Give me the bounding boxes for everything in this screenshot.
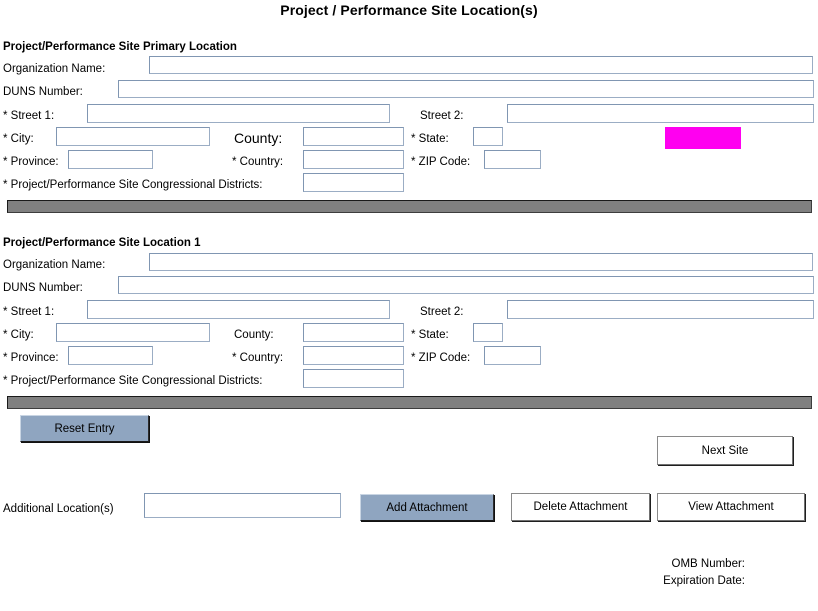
label-duns-number: DUNS Number:: [3, 86, 83, 98]
delete-attachment-button[interactable]: Delete Attachment: [511, 493, 650, 521]
label-city: * City:: [3, 133, 34, 145]
label-state-1: * State:: [411, 329, 449, 341]
input-duns-number-1[interactable]: [118, 276, 814, 294]
input-duns-number[interactable]: [118, 80, 814, 98]
input-congressional-districts-1[interactable]: [303, 369, 404, 388]
input-zip-code[interactable]: [484, 150, 541, 169]
label-street-1: * Street 1:: [3, 110, 55, 122]
input-organization-name[interactable]: [149, 56, 813, 74]
input-country-1[interactable]: [303, 346, 404, 365]
section-divider-2: [7, 396, 812, 409]
input-county-1[interactable]: [303, 323, 404, 342]
expiration-date-label: Expiration Date:: [663, 575, 745, 587]
label-state: * State:: [411, 133, 449, 145]
add-attachment-button[interactable]: Add Attachment: [360, 494, 494, 521]
label-duns-number-1: DUNS Number:: [3, 282, 83, 294]
input-street-1[interactable]: [87, 104, 390, 123]
input-congressional-districts[interactable]: [303, 173, 404, 192]
label-zip-code: * ZIP Code:: [411, 156, 471, 168]
reset-entry-button[interactable]: Reset Entry: [20, 415, 149, 442]
label-province: * Province:: [3, 156, 59, 168]
input-street-2[interactable]: [507, 104, 814, 123]
input-county[interactable]: [303, 127, 404, 146]
label-country: * Country:: [232, 156, 284, 168]
next-site-button[interactable]: Next Site: [657, 436, 793, 465]
input-state-1[interactable]: [473, 323, 503, 342]
view-attachment-button[interactable]: View Attachment: [657, 493, 805, 521]
input-zip-code-1[interactable]: [484, 346, 541, 365]
label-country-1: * Country:: [232, 352, 284, 364]
label-county-1: County:: [234, 329, 274, 341]
input-country[interactable]: [303, 150, 404, 169]
label-additional-locations: Additional Location(s): [3, 503, 114, 515]
input-province-1[interactable]: [68, 346, 153, 365]
label-street-2-1: Street 2:: [420, 306, 464, 318]
label-congressional-districts-1: * Project/Performance Site Congressional…: [3, 375, 263, 387]
input-province[interactable]: [68, 150, 153, 169]
section-divider-1: [7, 200, 812, 213]
label-county: County:: [234, 130, 283, 146]
section-heading-primary: Project/Performance Site Primary Locatio…: [3, 41, 237, 53]
label-street-1-1: * Street 1:: [3, 306, 55, 318]
section-heading-location-1: Project/Performance Site Location 1: [3, 237, 201, 249]
label-organization-name: Organization Name:: [3, 63, 106, 75]
label-organization-name-1: Organization Name:: [3, 259, 106, 271]
label-street-2: Street 2:: [420, 110, 464, 122]
label-congressional-districts: * Project/Performance Site Congressional…: [3, 179, 263, 191]
input-street-2-1[interactable]: [507, 300, 814, 319]
label-city-1: * City:: [3, 329, 34, 341]
input-additional-locations[interactable]: [144, 493, 341, 518]
input-organization-name-1[interactable]: [149, 253, 813, 271]
input-city[interactable]: [56, 127, 210, 146]
page-title: Project / Performance Site Location(s): [280, 2, 538, 18]
input-city-1[interactable]: [56, 323, 210, 342]
magenta-highlight-block: [665, 127, 741, 149]
label-province-1: * Province:: [3, 352, 59, 364]
input-street-1-1[interactable]: [87, 300, 390, 319]
input-state[interactable]: [473, 127, 503, 146]
label-zip-code-1: * ZIP Code:: [411, 352, 471, 364]
omb-number-label: OMB Number:: [671, 558, 746, 570]
